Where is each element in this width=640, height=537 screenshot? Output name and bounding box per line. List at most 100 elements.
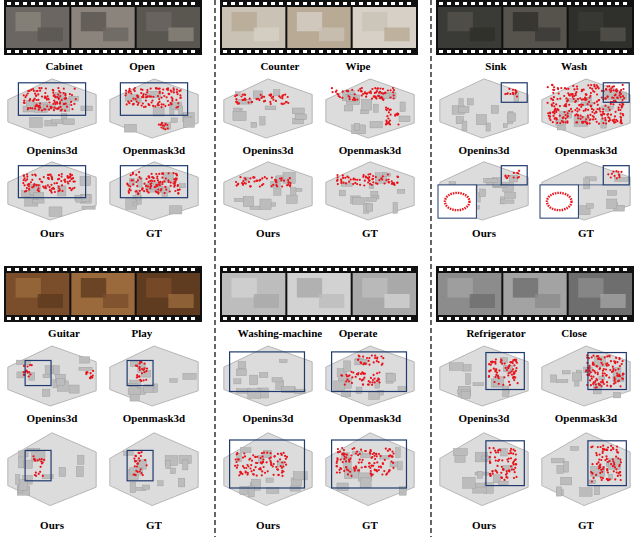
furniture: [344, 460, 352, 468]
video-frame: [6, 273, 69, 315]
affordance-point: [176, 91, 178, 93]
film-band: [4, 266, 202, 322]
affordance-point: [570, 108, 572, 110]
film-hole: [127, 50, 131, 53]
affordance-point: [255, 466, 257, 468]
affordance-point: [362, 384, 364, 386]
affordance-point: [38, 184, 40, 186]
affordance-point: [573, 88, 575, 90]
affordance-point: [564, 87, 566, 89]
affordance-point: [592, 118, 594, 120]
affordance-point: [346, 379, 348, 381]
affordance-point: [63, 88, 65, 90]
affordance-point: [349, 98, 351, 100]
affordance-point: [339, 471, 341, 473]
film-band: [220, 0, 418, 55]
affordance-point: [244, 99, 246, 101]
furniture: [346, 95, 359, 105]
film-hole: [151, 2, 155, 5]
affordance-point: [70, 178, 72, 180]
affordance-point: [30, 181, 32, 183]
affordance-point: [384, 92, 386, 94]
furniture: [78, 455, 85, 464]
film-hole: [159, 268, 163, 271]
film-hole: [159, 317, 163, 320]
film-hole: [591, 2, 595, 5]
affordance-point: [362, 176, 364, 178]
affordance-point: [553, 89, 555, 91]
film-hole: [383, 2, 387, 5]
affordance-point: [258, 468, 260, 470]
affordance-point: [596, 108, 598, 110]
affordance-point: [504, 175, 506, 177]
film-hole: [175, 2, 179, 5]
film-hole: [279, 50, 283, 53]
furniture: [126, 95, 140, 101]
divider: [214, 0, 215, 537]
affordance-point: [617, 97, 619, 99]
affordance-point: [577, 114, 579, 116]
affordance-point: [146, 190, 148, 192]
film-hole: [623, 2, 627, 5]
affordance-point: [361, 90, 363, 92]
affordance-point: [558, 93, 560, 95]
affordance-point: [566, 100, 568, 102]
furniture: [153, 107, 164, 116]
affordance-point: [132, 103, 134, 105]
affordance-point: [600, 114, 602, 116]
affordance-point: [336, 179, 338, 181]
zoom-ring: [445, 193, 470, 210]
affordance-point: [591, 111, 593, 113]
affordance-point: [281, 461, 283, 463]
film-hole: [39, 50, 43, 53]
affordance-point: [168, 93, 170, 95]
affordance-point: [137, 463, 139, 465]
affordance-point: [58, 97, 60, 99]
affordance-point: [585, 99, 587, 101]
furniture: [19, 451, 28, 457]
affordance-point: [28, 375, 30, 377]
affordance-point: [358, 355, 360, 357]
affordance-point: [150, 182, 152, 184]
affordance-point: [263, 100, 265, 102]
affordance-point: [572, 93, 574, 95]
affordance-point: [581, 121, 583, 123]
affordance-point: [143, 371, 145, 373]
film-hole: [223, 268, 227, 271]
affordance-point: [555, 103, 557, 105]
affordance-point: [58, 98, 60, 100]
affordance-point: [53, 95, 55, 97]
affordance-point: [552, 111, 554, 113]
affordance-point: [177, 93, 179, 95]
affordance-point: [245, 467, 247, 469]
affordance-point: [273, 474, 275, 476]
film-hole: [159, 50, 163, 53]
affordance-point: [367, 181, 369, 183]
film-hole: [23, 50, 27, 53]
film-hole: [263, 2, 267, 5]
affordance-point: [34, 93, 36, 95]
film-hole: [151, 50, 155, 53]
affordance-point: [48, 101, 50, 103]
affordance-point: [73, 187, 75, 189]
affordance-point: [90, 372, 92, 374]
film-hole: [47, 50, 51, 53]
affordance-point: [506, 177, 508, 179]
affordance-point: [347, 473, 349, 475]
highlight-box: [332, 352, 407, 392]
affordance-point: [141, 105, 143, 107]
affordance-point: [145, 379, 147, 381]
highlight-box: [230, 440, 305, 488]
affordance-point: [55, 108, 57, 110]
affordance-point: [565, 103, 567, 105]
affordance-point: [584, 121, 586, 123]
affordance-point: [262, 183, 264, 185]
affordance-point: [270, 452, 272, 454]
furniture: [253, 91, 262, 99]
film-hole: [159, 2, 163, 5]
affordance-point: [178, 90, 180, 92]
film-hole: [287, 317, 291, 320]
affordance-point: [282, 466, 284, 468]
affordance-point: [162, 173, 164, 175]
film-hole: [559, 2, 563, 5]
